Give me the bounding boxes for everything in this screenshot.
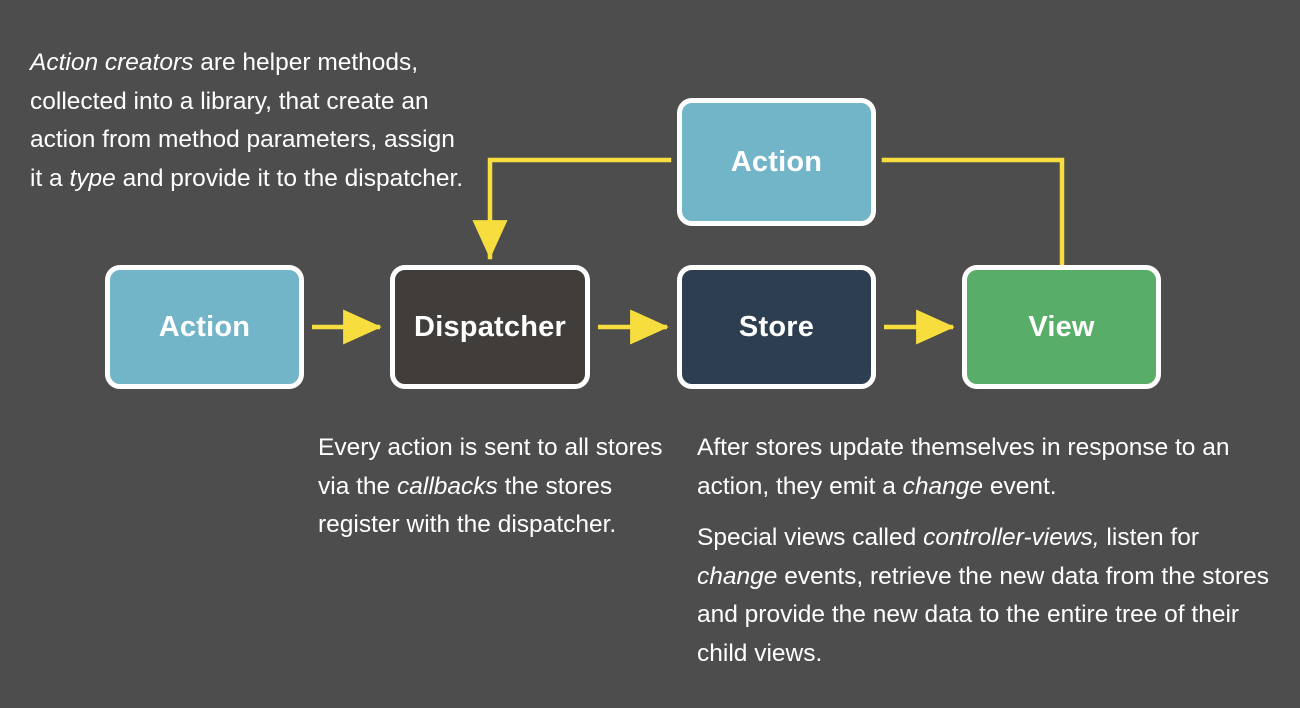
node-dispatcher-label: Dispatcher xyxy=(414,310,566,343)
caption-action-creators-tail: and provide it to the dispatcher. xyxy=(115,164,464,192)
caption-store-view-p2-italic1: controller-views, xyxy=(923,524,1100,551)
caption-store-view-p2-part1: Special views called xyxy=(697,524,924,551)
caption-store-view-p2-italic2: change xyxy=(697,562,778,590)
caption-action-creators-mid-italic: type xyxy=(69,164,116,192)
node-action-left[interactable]: Action xyxy=(105,265,304,389)
caption-action-creators-rest: are helper methods, collected into a lib… xyxy=(30,49,455,192)
caption-store-view-p1-part1: After stores update themselves in respon… xyxy=(697,434,1230,500)
caption-action-creators: Action creators are helper methods, coll… xyxy=(30,44,470,198)
caption-dispatcher-italic: callbacks xyxy=(397,472,498,500)
node-store-label: Store xyxy=(738,310,815,343)
caption-store-view-p1-part2: event. xyxy=(983,472,1057,500)
caption-store-view-p1-italic: change xyxy=(902,472,984,500)
caption-store-view-p2-part3: events, retrieve the new data from the s… xyxy=(697,562,1269,667)
node-action-left-label: Action xyxy=(158,310,251,343)
caption-dispatcher: Every action is sent to all stores via t… xyxy=(318,429,668,545)
node-view[interactable]: View xyxy=(962,265,1161,389)
caption-dispatcher-part2: the stores register with the dispatcher. xyxy=(318,472,617,539)
node-store[interactable]: Store xyxy=(677,265,876,389)
node-action-top-label: Action xyxy=(730,145,823,178)
caption-store-view-p2-part2: listen for xyxy=(1099,524,1200,551)
connector-action-to-dispatcher xyxy=(472,157,672,260)
node-view-label: View xyxy=(1028,310,1095,343)
caption-action-creators-lead-italic: Action creators xyxy=(30,49,194,76)
caption-store-view: After stores update themselves in respon… xyxy=(697,429,1277,673)
caption-store-view-paragraph-2: Special views called controller-views, l… xyxy=(697,519,1277,673)
caption-dispatcher-text: Every action is sent to all stores via t… xyxy=(318,429,668,545)
node-action-top[interactable]: Action xyxy=(677,98,876,226)
node-dispatcher[interactable]: Dispatcher xyxy=(390,265,590,389)
caption-dispatcher-part1: Every action is sent to all stores via t… xyxy=(318,434,663,500)
caption-store-view-paragraph-1: After stores update themselves in respon… xyxy=(697,429,1277,506)
caption-action-creators-text: Action creators are helper methods, coll… xyxy=(30,44,470,198)
connector-view-to-action xyxy=(881,157,1065,271)
